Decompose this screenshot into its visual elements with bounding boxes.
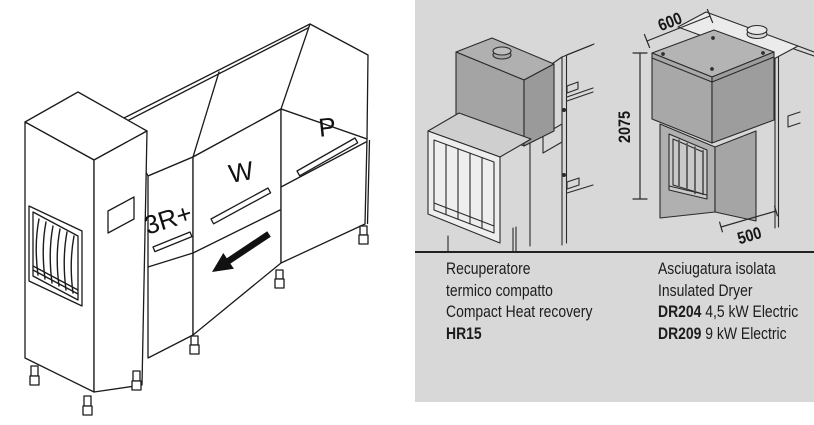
dryer-tunnel [659,123,757,222]
separator-line [415,251,814,253]
rack-window [28,205,83,307]
heat-exchanger-grille [427,112,532,244]
caption-line: Recuperatore [446,259,531,278]
dishwasher-drawing-area: 3R+ W P [24,23,371,416]
model-code: DR204 [658,302,702,321]
caption-heat-recovery: Recuperatore termico compatto Compact He… [446,258,592,344]
door-vent [542,123,563,154]
dryer-box [651,29,775,144]
model-spec: 4,5 kW Electric [705,302,799,321]
handle-p [296,137,359,177]
dimension-lines [632,8,779,233]
vent-cylinder-icon [492,46,512,60]
caption-line: Insulated Dryer [658,280,753,300]
conveyor-dishwasher-drawing: 3R+ W P [24,23,371,416]
module-label-w: W [226,155,256,189]
model-code: HR15 [446,323,482,343]
module-feet [189,225,369,355]
exit-unit [24,91,148,416]
caption-dryer: Asciugatura isolata Insulated Dryer DR20… [658,258,798,344]
caption-line: termico compatto [446,280,553,300]
plates [35,218,75,294]
model-line: DR209 9 kW Electric [658,323,798,345]
accessory-panel: 600 2075 500 Recuperatore termico compat… [415,0,814,402]
dryer-drawing: 600 2075 500 [616,8,814,248]
handle-w [210,187,272,225]
module-3r-front [147,156,194,359]
heat-recovery-drawing [427,37,595,252]
caption-line: Compact Heat recovery [446,302,593,321]
model-spec: 9 kW Electric [705,323,787,343]
model-code: DR209 [658,323,702,343]
module-label-p: P [317,111,337,143]
machine-column [447,43,595,252]
dim-height-label: 2075 [616,111,634,143]
model-line: DR204 4,5 kW Electric [658,301,798,323]
dim-top-label: 600 [656,10,685,36]
exit-unit-right-face [93,130,148,393]
handle-3r [152,231,193,253]
flow-arrow-icon [212,231,271,272]
side-vent-panel [107,196,135,234]
dim-depth-label: 500 [736,224,764,248]
caption-line: Asciugatura isolata [658,259,776,278]
vent-cylinder-icon [746,24,768,40]
